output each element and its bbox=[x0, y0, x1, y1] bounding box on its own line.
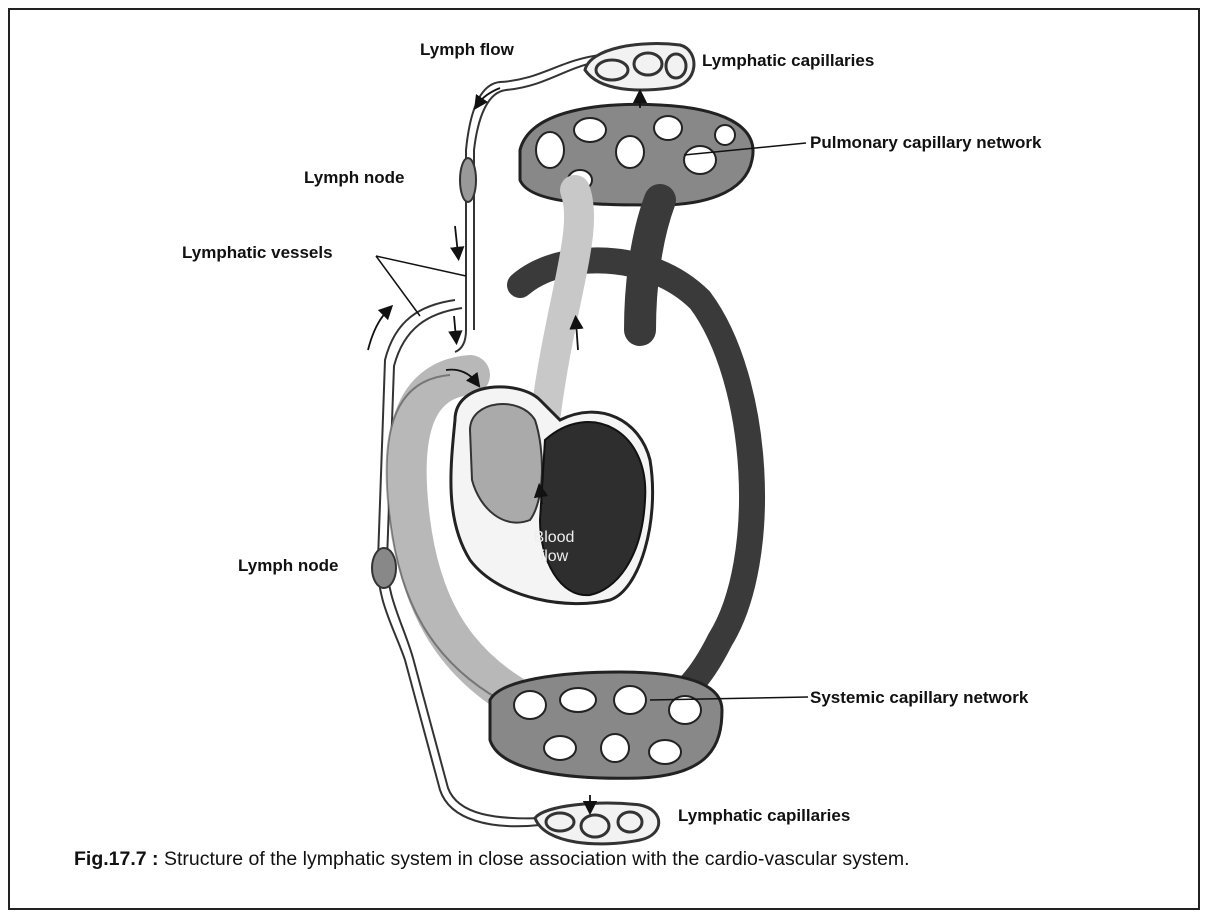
pulmonary-vein bbox=[640, 200, 660, 330]
label-lymph-node-top: Lymph node bbox=[304, 168, 404, 188]
label-blood-flow-line2: flow bbox=[522, 547, 586, 566]
figure-number: Fig.17.7 : bbox=[74, 848, 159, 870]
heart bbox=[451, 387, 653, 604]
label-lymphatic-vessels: Lymphatic vessels bbox=[182, 243, 333, 263]
pulmonary-capillary-network bbox=[520, 104, 753, 205]
label-lymphatic-capillaries-top: Lymphatic capillaries bbox=[702, 51, 874, 71]
label-systemic-capillary-network: Systemic capillary network bbox=[810, 688, 1028, 708]
label-pulmonary-capillary-network: Pulmonary capillary network bbox=[810, 133, 1041, 153]
label-lymph-flow: Lymph flow bbox=[420, 40, 514, 60]
lymphatic-capillaries-top bbox=[585, 44, 694, 90]
label-lymph-node-bottom: Lymph node bbox=[238, 556, 338, 576]
figure-caption: Fig.17.7 : Structure of the lymphatic sy… bbox=[74, 848, 910, 871]
label-lymphatic-capillaries-bottom: Lymphatic capillaries bbox=[678, 806, 850, 826]
label-blood-flow: Blood flow bbox=[522, 528, 586, 566]
figure-caption-text: Structure of the lymphatic system in clo… bbox=[159, 848, 910, 870]
lymph-node-bottom bbox=[372, 548, 396, 588]
label-blood-flow-line1: Blood bbox=[522, 528, 586, 547]
lymph-node-top bbox=[460, 158, 476, 202]
systemic-capillary-network bbox=[490, 672, 722, 778]
lymphatic-capillaries-bottom bbox=[535, 803, 659, 844]
pulmonary-artery bbox=[545, 190, 579, 420]
